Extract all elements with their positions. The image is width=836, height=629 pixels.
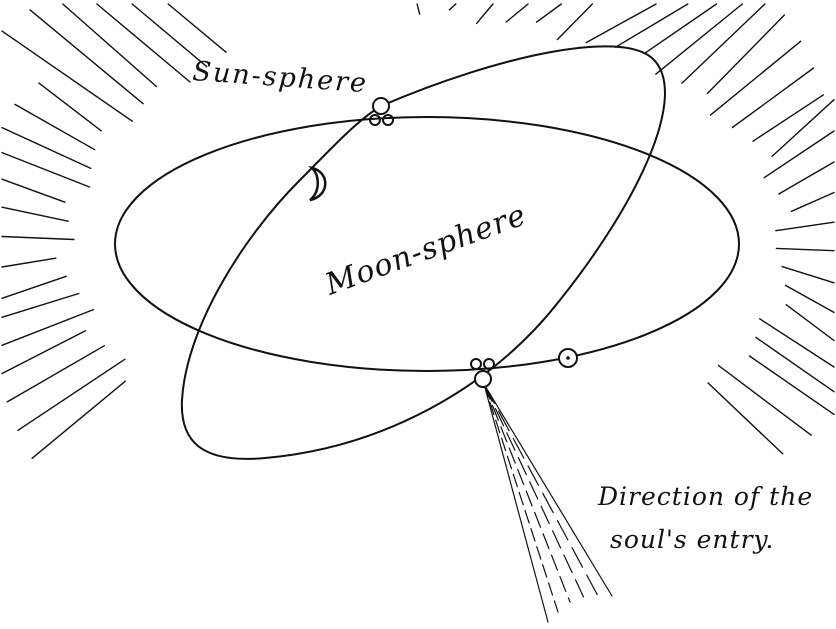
sun-ray [416,3,421,15]
sun-ray [775,221,835,232]
sun-ray [31,380,127,459]
sun-ray [505,3,529,23]
sun-ray [535,3,562,23]
sun-ray [614,3,689,48]
sun-ray [1,126,92,170]
sun-ray [785,304,835,342]
sun-ray [790,191,835,213]
sun-ray [709,40,802,116]
sun-ray [707,382,784,455]
sun-ray [1,30,134,122]
sun-ray [475,3,494,25]
sun-ray [1,275,67,299]
sun-ray [778,161,835,195]
sun-rays [1,3,835,459]
sun-ray [775,247,835,252]
sun-ray [771,98,835,158]
entry-beam-line [483,383,549,623]
sun-ray [643,3,718,55]
sun-ray [1,151,91,188]
entry-beam-line [483,383,559,613]
sun-ray [96,3,191,83]
sun-ray [717,364,812,436]
sun-ray [781,265,835,284]
sun-ray [62,3,158,88]
sun-ray [448,3,457,11]
sun-ray [17,358,126,431]
sun-ray [655,3,743,75]
entry-beam-line [483,383,585,599]
sun-ray [763,130,835,179]
sun-ray [748,355,835,416]
sun-ray [29,9,144,105]
sun-ray [1,206,69,222]
sun-ray [784,284,835,314]
sun-sphere-label: Sun-sphere [192,56,370,99]
sun-ray [759,318,835,368]
sun-ray [556,3,594,41]
sun-ray [1,330,87,375]
soul-entry-beam [483,383,613,623]
sun-ray [706,14,786,95]
direction-label-line1: Direction of the [597,482,813,511]
sun-ray [1,178,66,203]
entry-beam-line [483,383,613,597]
sun-ray [731,67,815,129]
entry-beam-line [483,383,599,597]
sun-ray [1,235,75,241]
sun-ray [755,336,835,393]
direction-label-line2: soul's entry. [610,525,774,554]
sun-ray [681,3,766,84]
sun-ray [1,292,80,318]
sun-symbol-icon [558,348,578,368]
sun-ray [1,257,57,268]
sun-ray [1,308,95,346]
entry-beam-line [483,383,571,603]
sun-ray [131,3,208,68]
sun-ray [752,94,824,142]
sun-ray [167,3,227,53]
sun-ray [38,82,102,132]
sun-ray [585,3,657,44]
descending-node-icon [470,358,495,388]
moon-sphere-ellipse [114,116,740,372]
sun-sphere-orbit [180,45,666,460]
crescent-moon-icon [308,165,327,202]
ascending-node-icon [369,97,394,126]
moon-sphere-label: Moon-sphere [320,197,531,302]
sun-ray [14,103,96,151]
sun-ray [6,345,106,403]
